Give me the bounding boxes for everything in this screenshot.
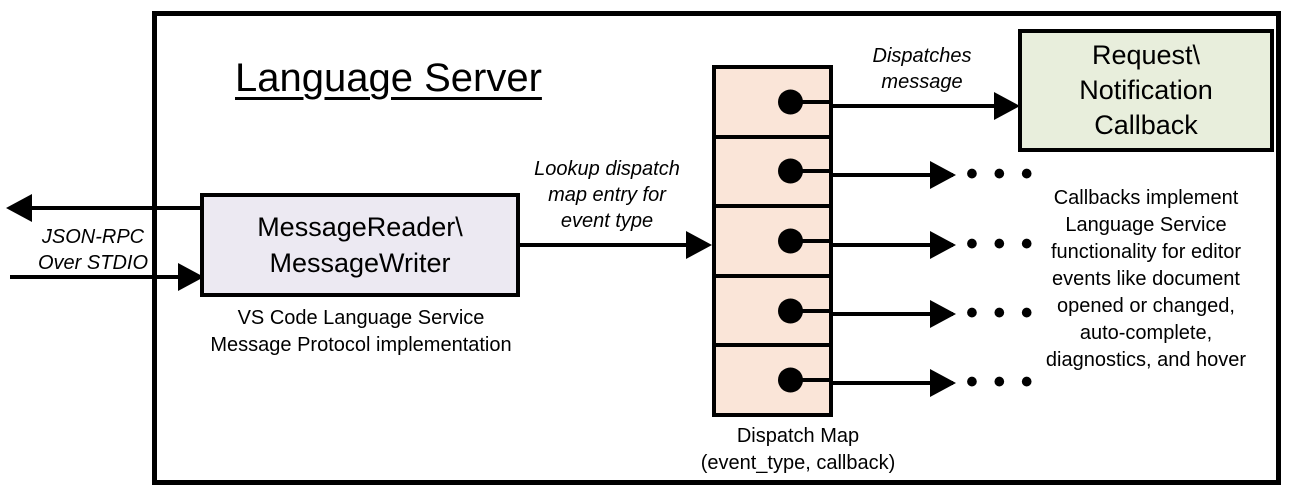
incoming-channel-line xyxy=(10,275,185,279)
dispatch-map-table[interactable] xyxy=(712,65,833,417)
messagereader-messagewriter-label: MessageReader\ MessageWriter xyxy=(257,212,463,278)
callback-dot-icon xyxy=(778,298,803,324)
callback-dot-icon xyxy=(778,158,803,184)
callback-connector xyxy=(800,238,833,243)
callback-connector xyxy=(800,378,833,383)
callback-dot-icon xyxy=(778,367,803,393)
table-row[interactable] xyxy=(716,278,833,348)
dispatch-arrow-line-1 xyxy=(833,104,1003,108)
dispatch-arrow-line-4 xyxy=(833,312,953,316)
callback-dot-icon xyxy=(778,228,803,254)
page-title: Language Server xyxy=(235,56,542,100)
dispatches-message-label: Dispatches message xyxy=(872,45,972,93)
dispatch-arrow-line-5 xyxy=(833,381,953,385)
callback-connector xyxy=(800,169,833,174)
table-row[interactable] xyxy=(716,347,833,413)
callback-caption: Callbacks implement Language Service fun… xyxy=(1045,187,1247,371)
dispatch-arrow-head-4 xyxy=(930,300,956,328)
dispatch-arrow-head-1 xyxy=(994,92,1020,120)
outgoing-channel-line xyxy=(32,206,204,210)
table-row[interactable] xyxy=(716,139,833,209)
dispatch-map-caption: Dispatch Map (event_type, callback) xyxy=(700,425,896,474)
dispatch-ellipsis-2: • • • xyxy=(966,155,1036,193)
language-server-boundary xyxy=(152,11,1281,485)
table-row[interactable] xyxy=(716,69,833,139)
callback-connector xyxy=(800,308,833,313)
dispatch-ellipsis-5: • • • xyxy=(966,363,1036,401)
incoming-channel-arrowhead xyxy=(178,263,204,291)
request-notification-callback-label: Request\ Notification Callback xyxy=(1079,40,1213,140)
lookup-arrow-head xyxy=(686,231,712,259)
dispatch-arrow-line-2 xyxy=(833,173,953,177)
lookup-arrow-line xyxy=(518,243,690,247)
json-rpc-stdio-label: JSON-RPC Over STDIO xyxy=(37,226,148,274)
callback-dot-icon xyxy=(778,89,803,115)
request-notification-callback-box[interactable]: Request\ Notification Callback xyxy=(1018,29,1274,152)
dispatch-arrow-head-5 xyxy=(930,369,956,397)
dispatch-arrow-line-3 xyxy=(833,243,953,247)
outgoing-channel-arrowhead xyxy=(6,194,32,222)
dispatch-arrow-head-2 xyxy=(930,161,956,189)
dispatch-arrow-head-3 xyxy=(930,231,956,259)
messagereader-messagewriter-box[interactable]: MessageReader\ MessageWriter xyxy=(200,193,520,297)
messagereader-caption: VS Code Language Service Message Protoco… xyxy=(210,307,512,356)
lookup-dispatch-label: Lookup dispatch map entry for event type xyxy=(534,158,680,232)
callback-connector xyxy=(800,99,833,104)
table-row[interactable] xyxy=(716,208,833,278)
